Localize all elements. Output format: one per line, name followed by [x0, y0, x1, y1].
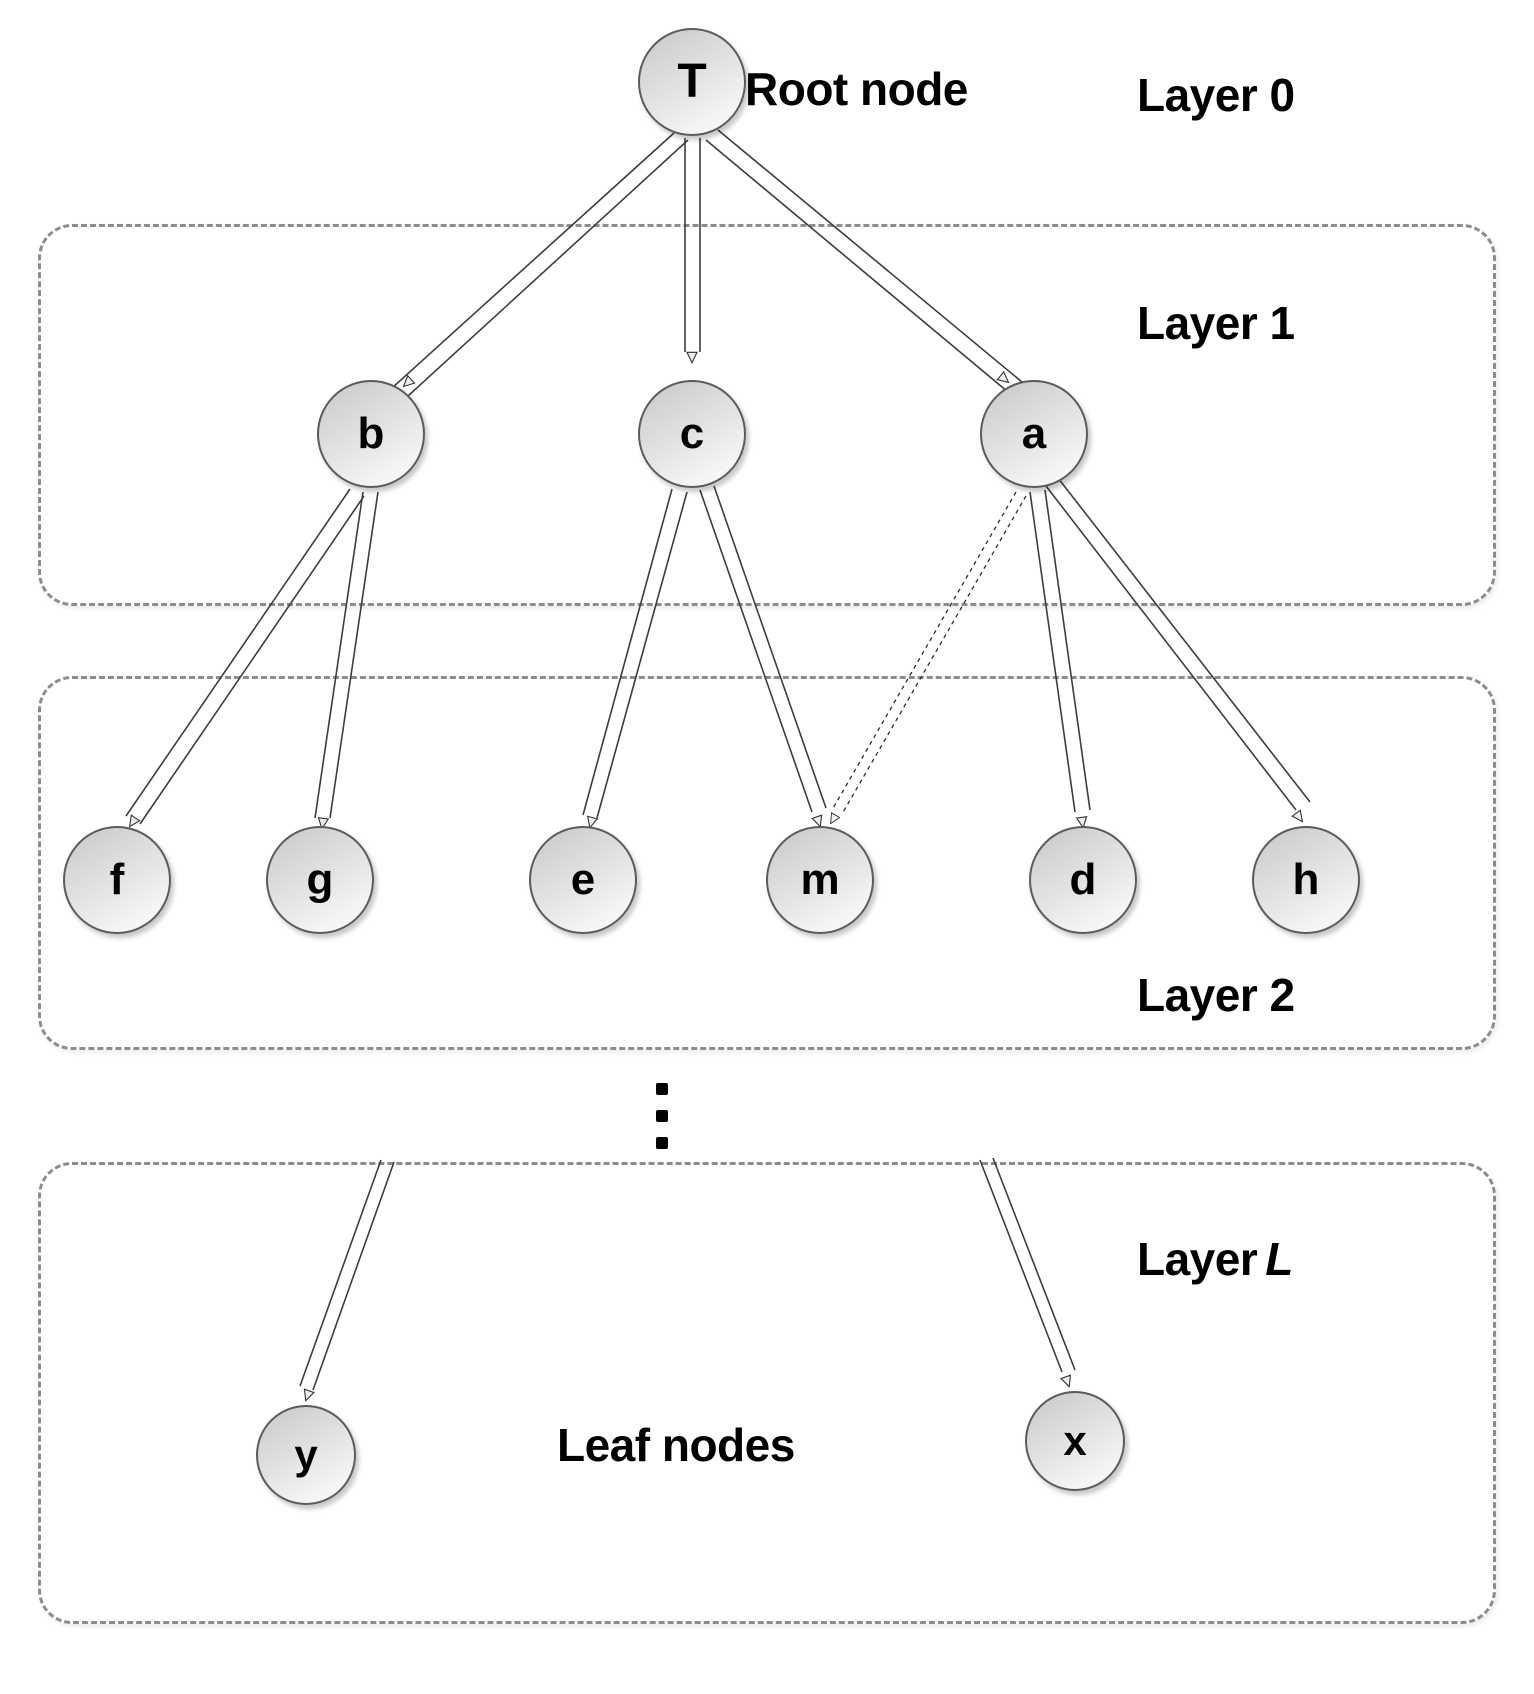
leaf-nodes-caption: Leaf nodes [557, 1419, 795, 1471]
edge-a-h [1045, 477, 1311, 821]
edge-T-a [705, 129, 1023, 393]
layer-0-label: Layer 0 [1137, 69, 1295, 121]
vertical-ellipsis [655, 1083, 669, 1149]
ellipsis-dot [656, 1083, 668, 1095]
edge-T-c [684, 138, 701, 362]
node-y[interactable]: y [256, 1405, 356, 1505]
node-T-label: T [677, 55, 707, 108]
edge-upper-y [299, 1159, 395, 1400]
layer-1-label: Layer 1 [1137, 297, 1295, 349]
layer-2-label: Layer 2 [1137, 969, 1295, 1021]
root-node-caption: Root node [745, 63, 968, 115]
layer-2-box [38, 676, 1496, 1050]
node-c[interactable]: c [638, 380, 746, 488]
node-g[interactable]: g [266, 826, 374, 934]
edge-a-d [1029, 489, 1091, 827]
node-y-label: y [294, 1431, 318, 1478]
node-d[interactable]: d [1029, 826, 1137, 934]
edge-group-root [125, 129, 1311, 1400]
ellipsis-dot [656, 1137, 668, 1149]
node-f-label: f [109, 855, 125, 904]
node-h-label: h [1292, 855, 1320, 904]
node-a[interactable]: a [980, 380, 1088, 488]
node-T[interactable]: T [638, 28, 746, 136]
layer-L-box [38, 1162, 1496, 1624]
edge-b-f [125, 488, 365, 826]
node-m[interactable]: m [766, 826, 874, 934]
node-x[interactable]: x [1025, 1391, 1125, 1491]
node-a-label: a [1021, 409, 1047, 458]
node-d-label: d [1069, 855, 1097, 904]
layer-1-box [38, 224, 1496, 606]
node-f[interactable]: f [63, 826, 171, 934]
edge-T-b [391, 132, 689, 397]
node-e[interactable]: e [529, 826, 637, 934]
edge-b-g [314, 491, 379, 828]
edge-upper-x [979, 1157, 1076, 1386]
edge-c-e [582, 488, 688, 827]
node-h[interactable]: h [1252, 826, 1360, 934]
node-b[interactable]: b [317, 380, 425, 488]
ellipsis-dot [656, 1110, 668, 1122]
edge-c-m [699, 485, 827, 826]
edge-a-m [831, 491, 1027, 823]
node-g-label: g [306, 855, 334, 904]
layer-L-index: L [1265, 1233, 1293, 1285]
node-m-label: m [800, 855, 840, 904]
node-e-label: e [570, 855, 596, 904]
node-b-label: b [357, 409, 385, 458]
layer-L-word: Layer [1137, 1233, 1258, 1285]
node-x-label: x [1063, 1417, 1087, 1464]
node-c-label: c [679, 409, 705, 458]
